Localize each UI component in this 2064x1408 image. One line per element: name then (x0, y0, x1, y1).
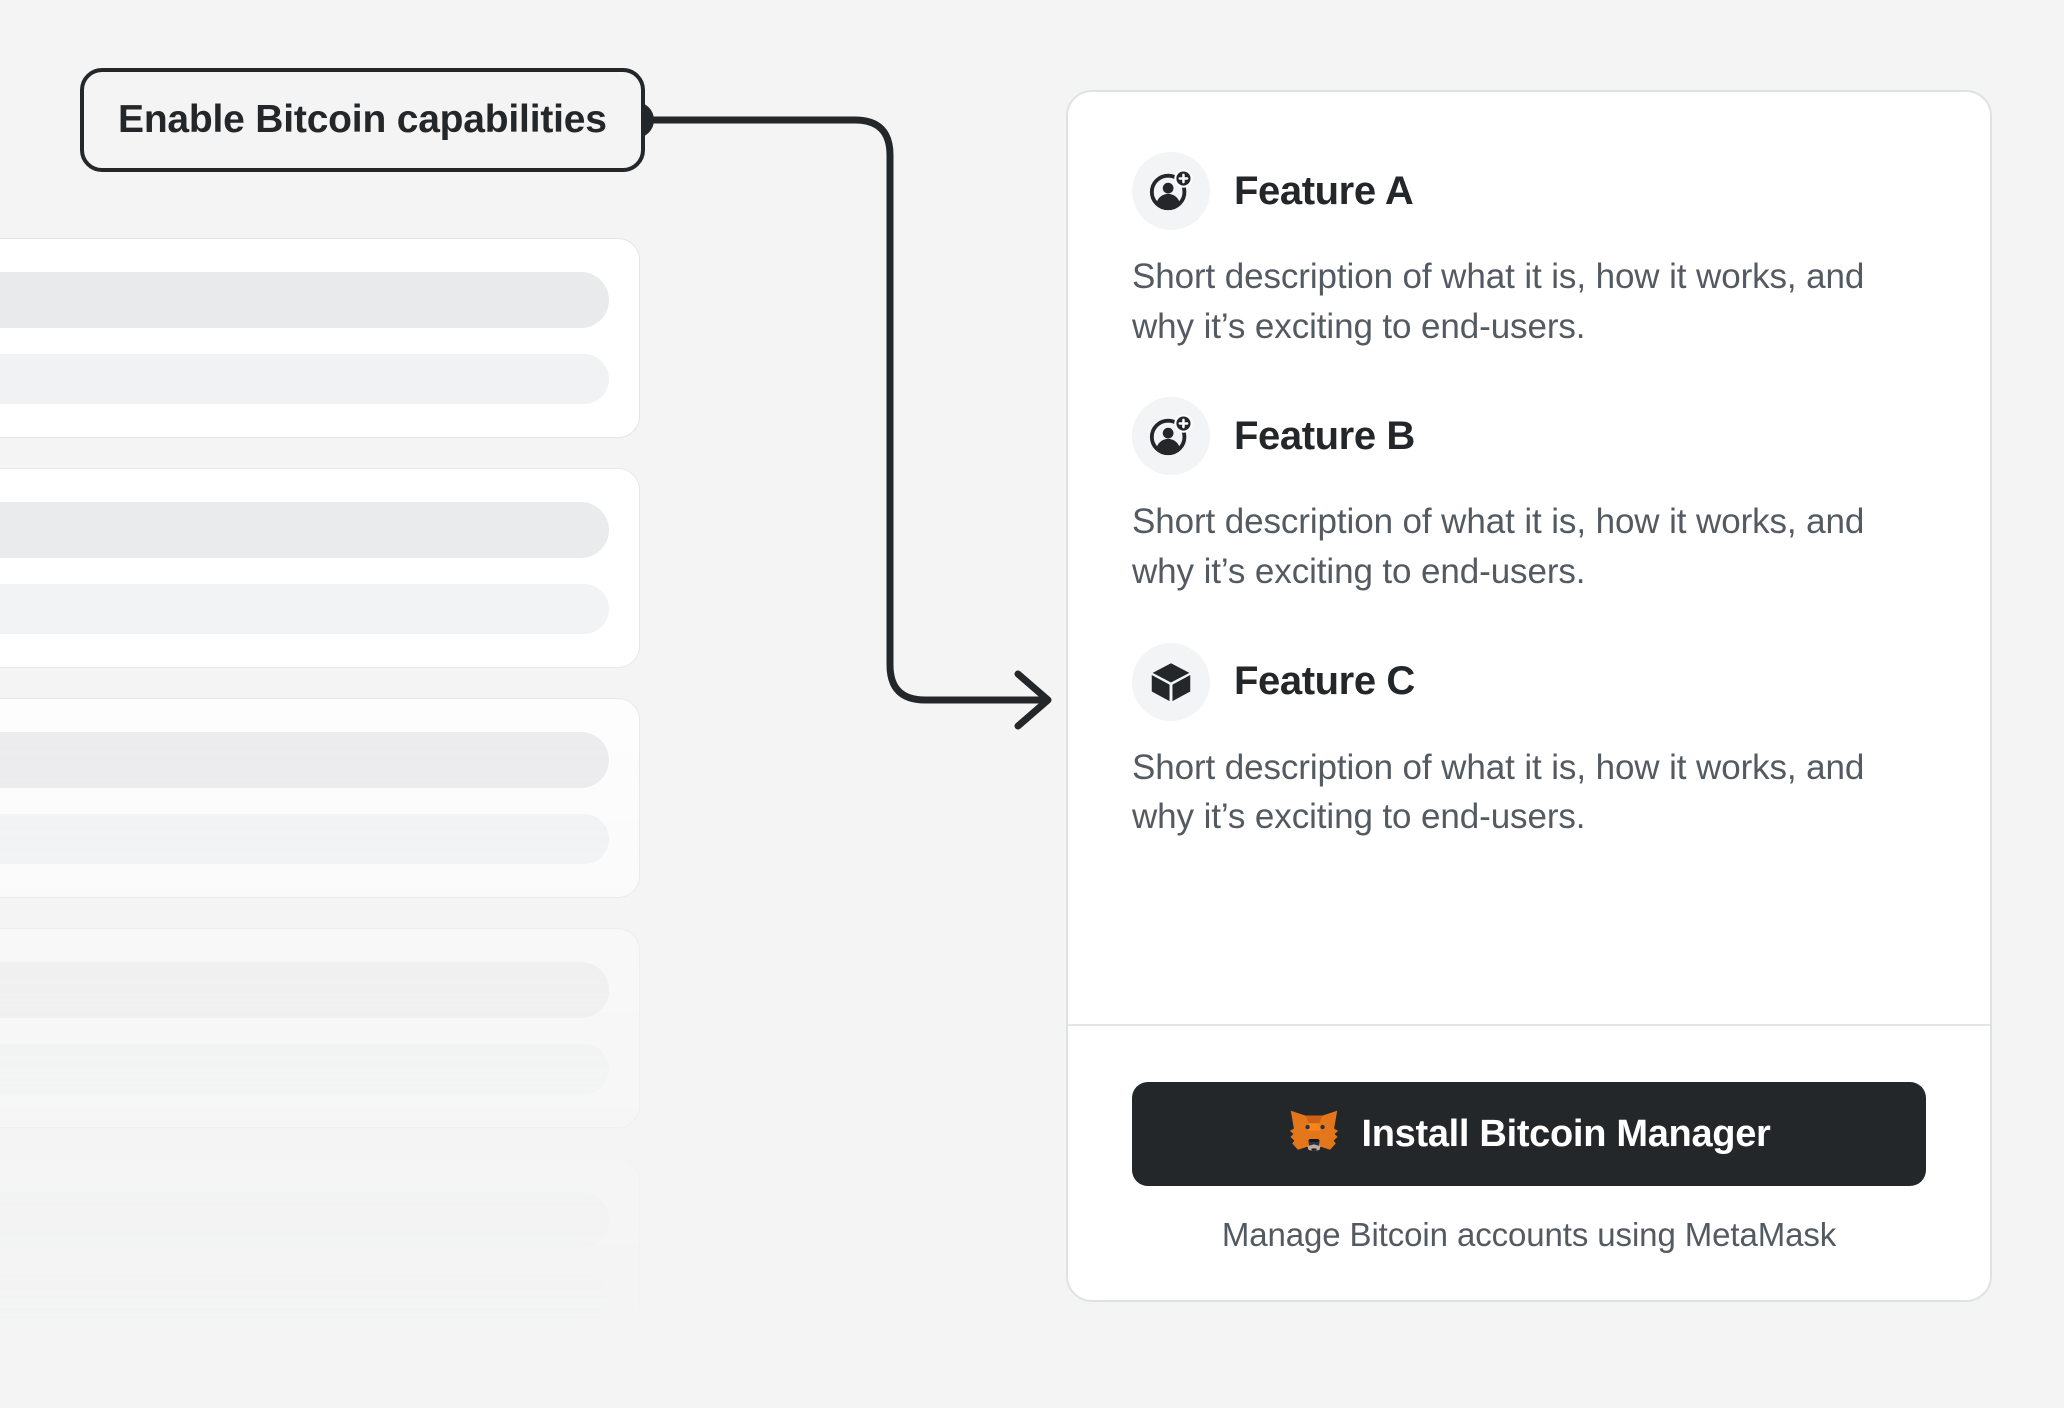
feature-description: Short description of what it is, how it … (1132, 747, 1865, 837)
feature-list: Feature A Short description of what it i… (1068, 92, 1990, 970)
card-divider (1068, 1024, 1990, 1026)
callout-label-text: Enable Bitcoin capabilities (118, 98, 607, 141)
skeleton-bar (0, 1044, 609, 1094)
feature-description: Short description of what it is, how it … (1132, 257, 1865, 346)
skeleton-bar (0, 962, 609, 1018)
feature-header: Feature C (1132, 642, 1926, 721)
skeleton-card (0, 928, 640, 1128)
feature-description: Short description of what it is, how it … (1132, 502, 1865, 592)
metamask-fox-icon (1290, 1110, 1339, 1152)
callout-label-pill[interactable]: Enable Bitcoin capabilities (80, 68, 645, 172)
feature-item: Feature B Short description of what it i… (1132, 397, 1926, 596)
arrow-connector-icon (1014, 670, 1052, 730)
skeleton-card (0, 238, 640, 438)
skeleton-bar (0, 354, 609, 404)
skeleton-placeholder-list (0, 238, 640, 1408)
install-button-label: Install Bitcoin Manager (1361, 1112, 1771, 1155)
skeleton-bar (0, 732, 609, 788)
feature-header: Feature B (1132, 397, 1926, 476)
skeleton-card (0, 1158, 640, 1358)
feature-card: Feature A Short description of what it i… (1066, 90, 1992, 1302)
feature-header: Feature A (1132, 152, 1926, 230)
connector-line (636, 116, 1050, 704)
skeleton-bar (0, 1192, 609, 1248)
skeleton-card (0, 698, 640, 898)
feature-item: Feature A Short description of what it i… (1132, 152, 1926, 351)
account-plus-icon (1132, 397, 1210, 476)
skeleton-bar (0, 272, 609, 328)
account-plus-icon (1132, 152, 1210, 230)
skeleton-bar (0, 1274, 609, 1324)
feature-title: Feature C (1234, 659, 1415, 704)
skeleton-bar (0, 584, 609, 634)
feature-item: Feature C Short description of what it i… (1132, 642, 1926, 842)
footer-caption: Manage Bitcoin accounts using MetaMask (1221, 1216, 1837, 1253)
feature-title: Feature A (1234, 168, 1414, 213)
skeleton-card (0, 468, 640, 668)
skeleton-bar (0, 502, 609, 558)
skeleton-bar (0, 814, 609, 864)
feature-title: Feature B (1234, 413, 1415, 458)
cube-icon (1132, 642, 1210, 721)
install-bitcoin-manager-button[interactable]: Install Bitcoin Manager (1132, 1082, 1926, 1186)
card-footer: Install Bitcoin Manager Manage Bitcoin a… (1068, 1026, 1990, 1300)
